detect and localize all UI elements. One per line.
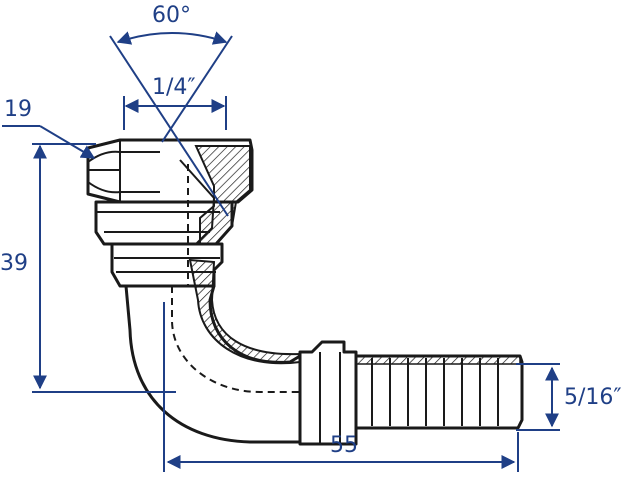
length-dimension: 55 [163,302,519,472]
length-label: 55 [330,433,358,458]
tail-barbs [355,355,521,426]
hose-size-label: 5/16″ [564,385,622,410]
thread-dimension: 1/4″ [123,75,227,130]
hidden-bore [171,286,520,393]
height-dimension: 39 [0,143,176,393]
fitting-body [86,138,524,446]
hex-dimension: 19 [2,97,96,159]
angle-dimension: 60° [109,3,233,217]
tube-collar [298,340,358,446]
hex-label: 19 [4,97,32,122]
height-label: 39 [0,251,28,276]
thread-label: 1/4″ [152,75,196,100]
hose-size-dimension: 5/16″ [516,363,622,431]
angle-label: 60° [152,3,191,28]
tail-section-hatch [355,355,521,365]
